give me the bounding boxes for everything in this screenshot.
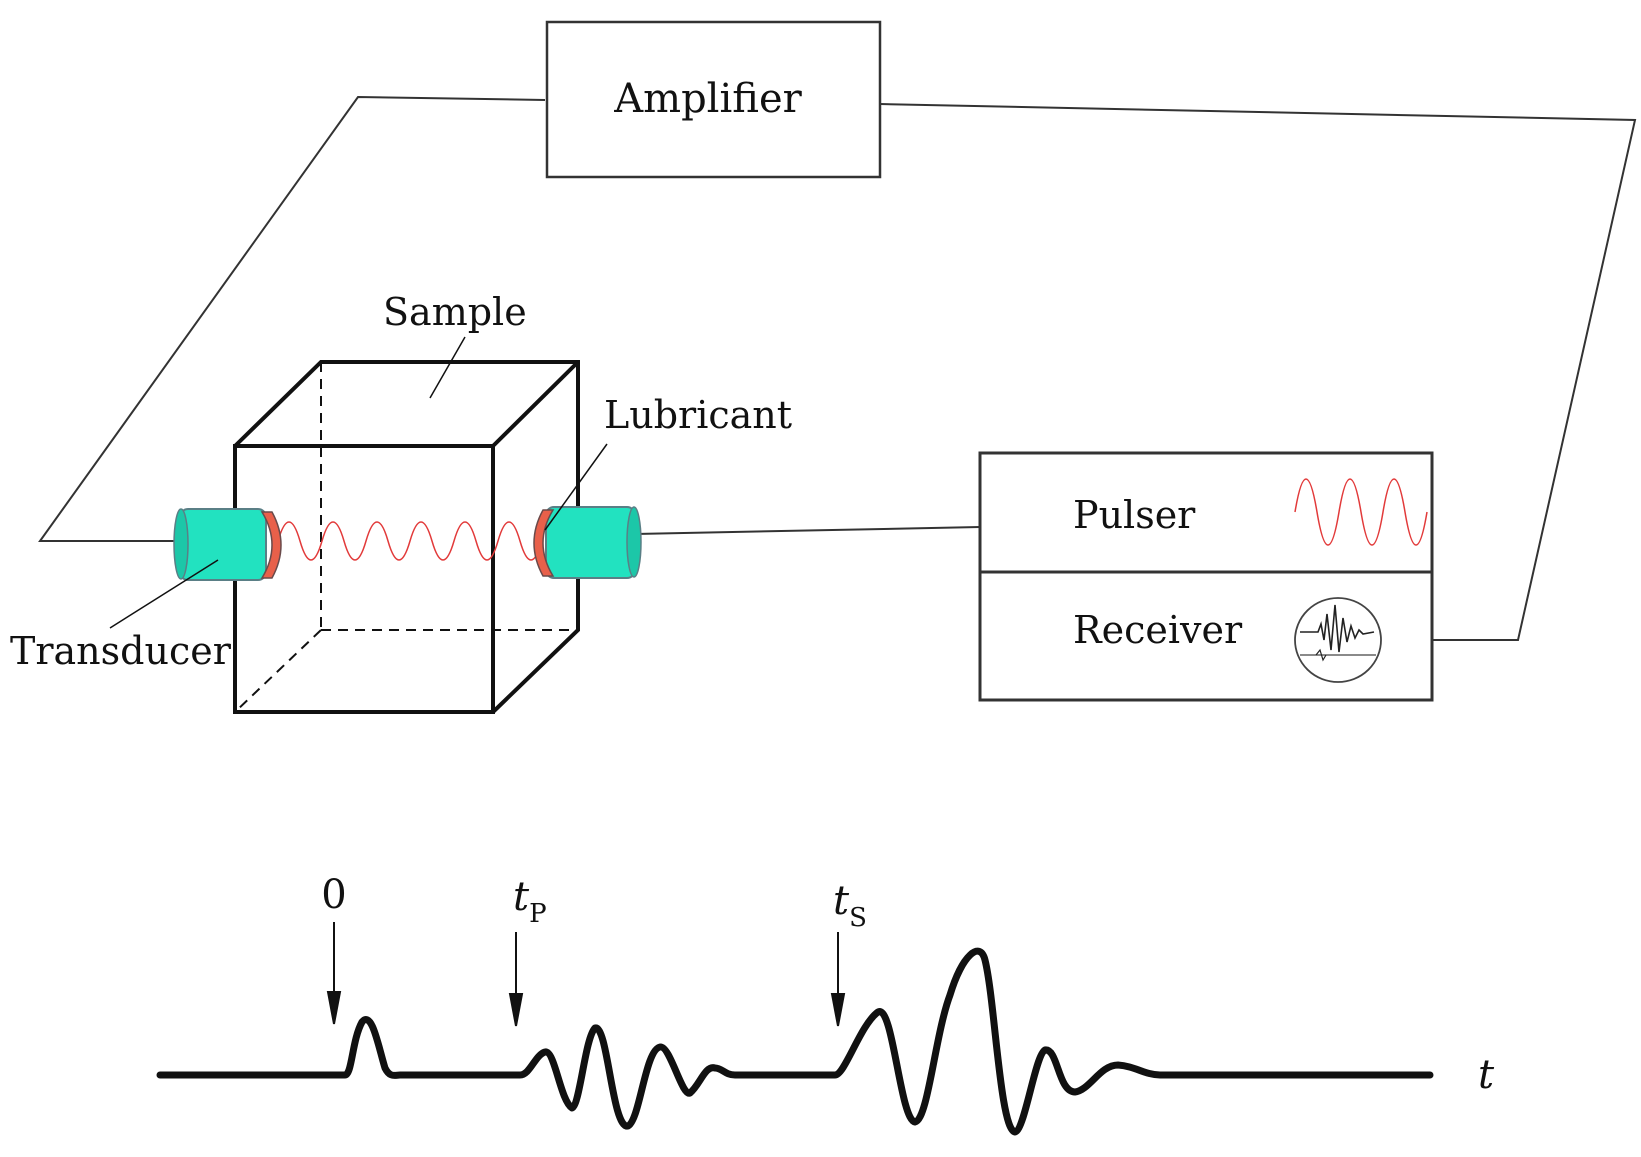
pulser-label: Pulser (1073, 493, 1196, 537)
callouts: Sample Lubricant Transducer (10, 290, 792, 673)
marker-arrows (326, 922, 846, 1027)
tp-label: tP (513, 874, 547, 929)
wire-amplifier-to-transducer (38, 95, 546, 542)
wire-amplifier-to-receiver (879, 103, 1637, 641)
time-axis-label: t (1478, 1052, 1495, 1098)
left-transducer (173, 508, 282, 581)
right-transducer (533, 506, 642, 579)
amplifier-box: Amplifier (545, 20, 882, 179)
tp-subscript: P (529, 899, 547, 929)
receiver-waveform-icon (1294, 597, 1382, 683)
received-signal-trace (156, 947, 1434, 1136)
transducer-label: Transducer (10, 629, 232, 673)
tp-symbol: t (513, 874, 530, 920)
wire-transducer-to-pulser (634, 526, 981, 535)
timeline: 0 tP tS t (156, 872, 1495, 1136)
wiring (38, 95, 1637, 641)
pulser-wave-icon (1294, 478, 1428, 546)
ts-label: tS (833, 878, 867, 933)
ts-symbol: t (833, 878, 850, 924)
sample-cube (233, 360, 580, 714)
left-lubricant (260, 511, 282, 579)
right-lubricant (533, 509, 555, 577)
lubricant-label: Lubricant (604, 393, 792, 437)
time-zero-label: 0 (321, 872, 346, 918)
sample-label: Sample (383, 290, 527, 334)
pulser-receiver-box: Pulser Receiver (978, 451, 1434, 702)
ts-subscript: S (849, 903, 867, 933)
receiver-label: Receiver (1073, 608, 1243, 652)
ultrasonic-wave (277, 521, 543, 561)
amplifier-label: Amplifier (613, 76, 802, 122)
